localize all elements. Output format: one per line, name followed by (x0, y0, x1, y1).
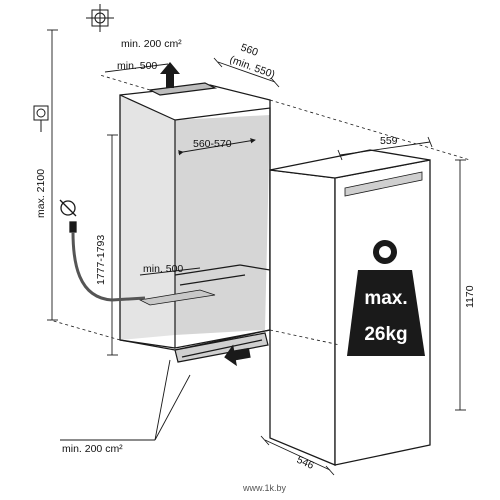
dimensions (47, 29, 466, 476)
appliance-front (269, 169, 336, 466)
bottom-vent (174, 332, 269, 363)
unit-depth-label: 546 (295, 454, 316, 472)
unit-height-label: 1170 (464, 285, 476, 308)
total-height-label: max. 2100 (35, 169, 47, 218)
air-top-label: min. 200 cm² (121, 38, 182, 50)
niche-left-side (120, 95, 175, 340)
airflow-arrow-icon (160, 62, 251, 367)
niche-depth-label: 560 (239, 42, 260, 59)
floor-depth-label: min. 500 (143, 263, 183, 275)
watermark: www.1k.by (242, 483, 287, 493)
niche-depth-min-label: (min. 550) (228, 54, 277, 81)
power-socket-icon (33, 105, 49, 132)
weight-label-line2: 26kg (364, 324, 407, 345)
niche-back-wall (175, 115, 270, 335)
niche (119, 82, 271, 363)
air-bottom-label: min. 200 cm² (62, 443, 123, 455)
top-depth-label: min. 500 (117, 60, 157, 72)
unit-width-label: 559 (380, 135, 398, 147)
guide-lines (49, 74, 471, 346)
niche-width-label: 560-570 (193, 138, 232, 150)
appliance-top (269, 149, 431, 179)
crosshair-icon (86, 4, 114, 32)
weight-icon (347, 240, 425, 356)
appliance: max. 26kg (269, 149, 431, 466)
top-vent (147, 82, 218, 96)
weight-label-line1: max. (364, 288, 407, 309)
water-tap-icon (59, 199, 146, 302)
niche-height-label: 1777-1793 (95, 235, 107, 285)
